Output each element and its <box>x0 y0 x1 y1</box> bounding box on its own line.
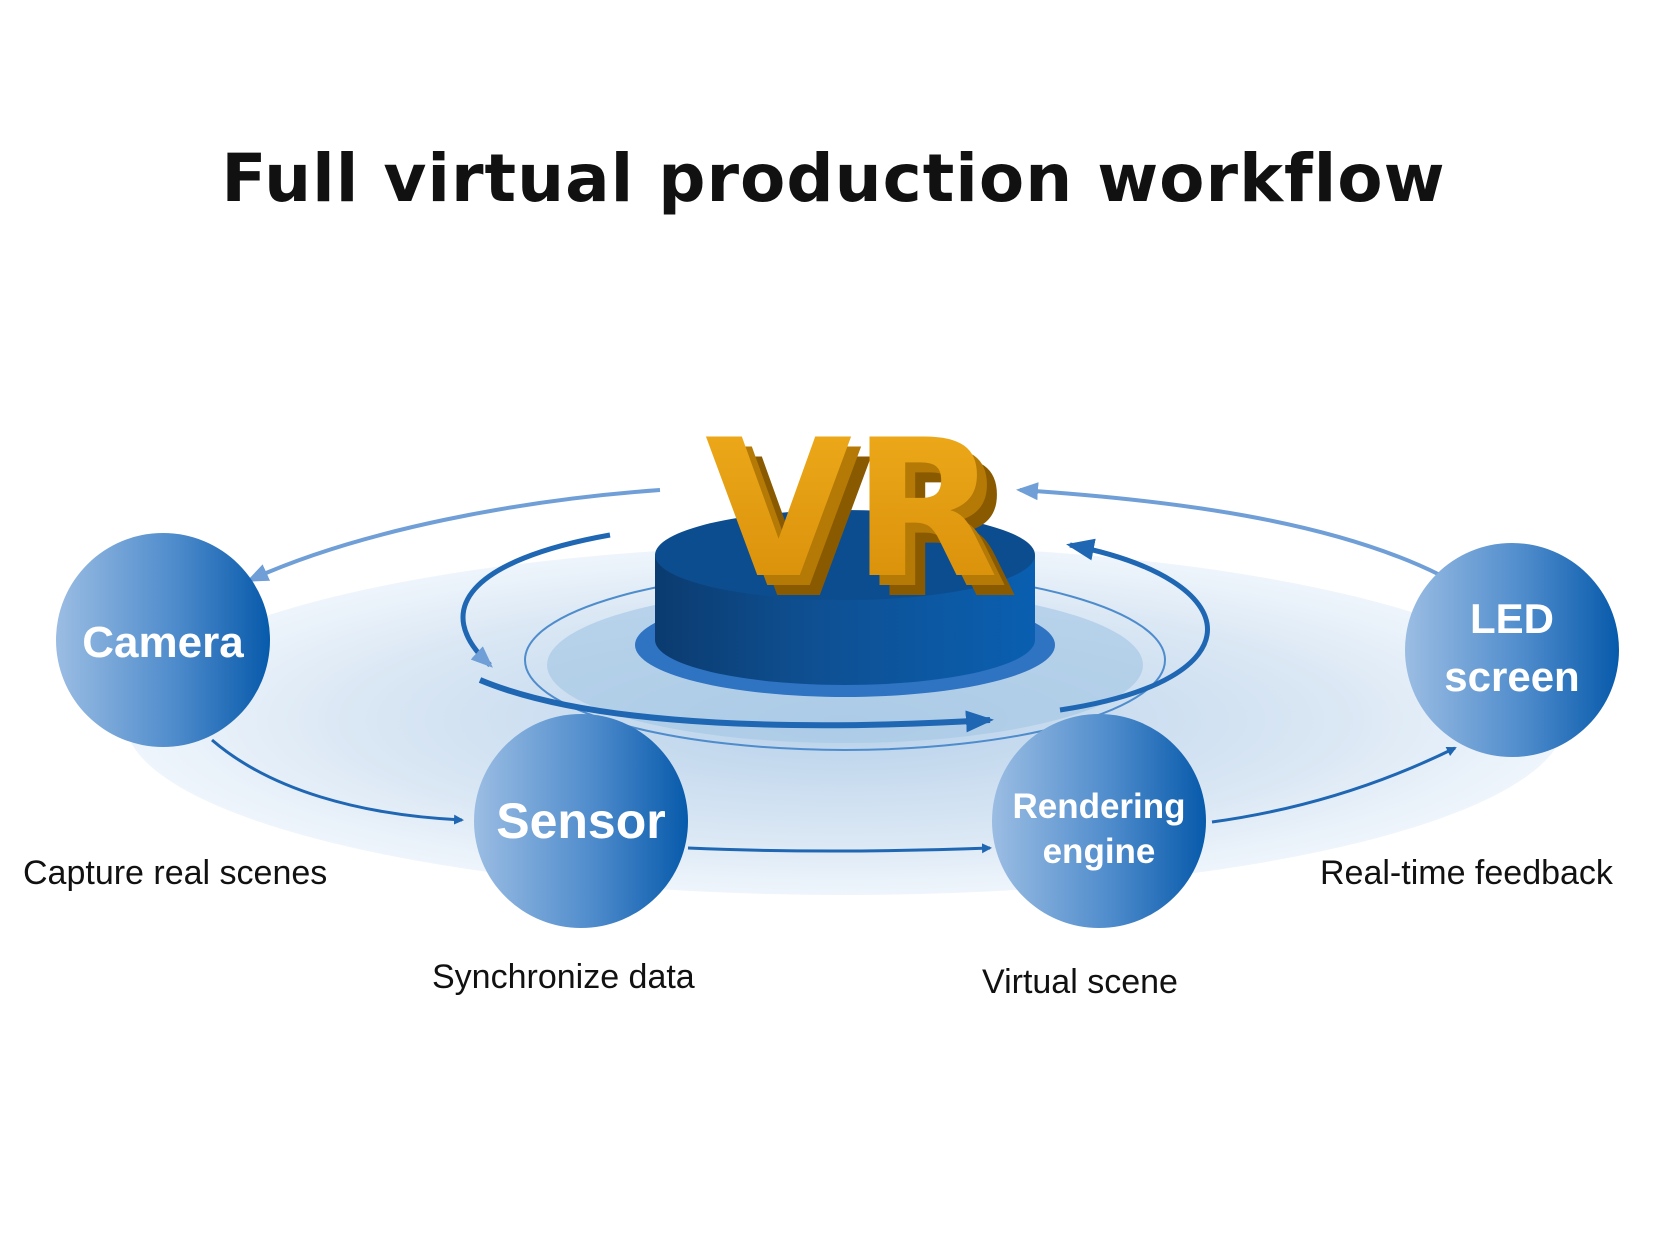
node-rendering-engine-label-line2: engine <box>1043 832 1156 871</box>
caption-sensor: Synchronize data <box>432 958 695 996</box>
vr-logo-mid: VR <box>715 409 1008 630</box>
node-sensor: Sensor <box>474 714 688 928</box>
diagram-title: Full virtual production workflow <box>221 140 1446 217</box>
node-camera: Camera <box>56 533 270 747</box>
caption-camera: Capture real scenes <box>23 854 328 892</box>
outer-arc-right-arrow <box>1016 482 1441 577</box>
node-rendering-engine: Rendering engine <box>992 714 1206 928</box>
node-led-screen-label-line2: screen <box>1444 653 1579 700</box>
inner-swirl-right-arrow <box>1059 538 1210 713</box>
outer-arc-left-arrow <box>246 488 661 582</box>
vr-logo-front: VR <box>705 399 998 620</box>
vr-logo: VR VR VR <box>705 399 1018 640</box>
arrow-sensor-to-rendering <box>687 843 992 854</box>
vr-logo-shadow: VR <box>725 419 1018 640</box>
node-sensor-label: Sensor <box>496 793 666 849</box>
caption-rendering-engine: Virtual scene <box>982 963 1178 1001</box>
node-led-screen: LED screen <box>1405 543 1619 757</box>
node-rendering-engine-label-line1: Rendering <box>1012 787 1185 826</box>
node-camera-label: Camera <box>82 618 244 667</box>
inner-swirl-left-arrow <box>460 532 611 668</box>
pedestal-top <box>655 510 1035 600</box>
arrow-rendering-to-led <box>1211 746 1457 824</box>
arrow-camera-to-sensor <box>211 738 464 825</box>
node-led-screen-label-line1: LED <box>1470 595 1554 642</box>
inner-swirl-bottom-arrow <box>478 677 994 733</box>
caption-led-screen: Real-time feedback <box>1320 854 1613 892</box>
